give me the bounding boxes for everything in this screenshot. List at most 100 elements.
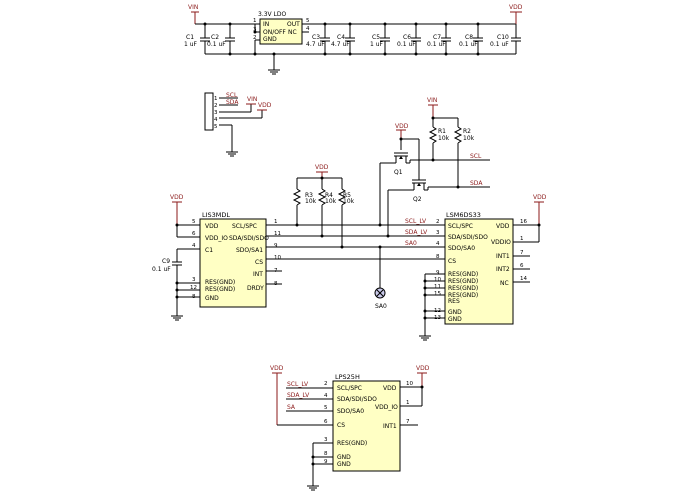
schematic-label: 0.1 uF bbox=[207, 41, 226, 48]
schematic-label: 9 bbox=[436, 270, 440, 276]
schematic-label: 10k bbox=[325, 198, 337, 205]
vdd-symbol-pullups: VDD bbox=[315, 164, 329, 178]
schematic-label: SDO/SA1 bbox=[236, 247, 263, 254]
schematic-label: GND bbox=[448, 316, 462, 323]
schematic-label: Q2 bbox=[413, 196, 422, 203]
sa0-testpoint: SA0 bbox=[374, 287, 387, 310]
schematic-label: INT1 bbox=[383, 423, 397, 430]
resistor-r1: R1 10k bbox=[428, 118, 450, 160]
schematic-label: 5 bbox=[214, 124, 218, 130]
lps25h-chip: LPS25H SCL/SPC SDA/SDI/SDO SDO/SA0 CS RE… bbox=[324, 373, 413, 472]
schematic-label: 16 bbox=[520, 219, 527, 225]
ground-symbol-lps25h bbox=[307, 485, 319, 491]
schematic-label: R5 bbox=[343, 192, 351, 199]
schematic-label: SCL_LV bbox=[287, 381, 309, 388]
capacitor-c5: C5 1 uF bbox=[370, 24, 390, 54]
schematic-label: 11 bbox=[274, 231, 281, 237]
schematic-label: 9 bbox=[274, 243, 278, 249]
schematic-label: SDO/SA0 bbox=[448, 245, 475, 252]
schematic-label: 10k bbox=[305, 198, 317, 205]
capacitor-c8: C8 0.1 uF bbox=[459, 24, 483, 54]
resistor-r4: R4 10k bbox=[317, 178, 337, 236]
schematic-label: GND bbox=[448, 309, 462, 316]
schematic-label: 3 bbox=[253, 27, 257, 33]
schematic-label: ON/OFF bbox=[263, 29, 286, 36]
schematic-label: OUT bbox=[287, 21, 300, 28]
schematic-label: SDA bbox=[226, 99, 239, 106]
vdd-symbol-lsm6ds33: VDD bbox=[533, 194, 547, 225]
schematic-label: 3 bbox=[192, 277, 196, 283]
capacitor-c4: C4 4.7 uF bbox=[331, 24, 355, 54]
schematic-label: RES(GND) bbox=[448, 285, 478, 292]
schematic-label: 10k bbox=[343, 198, 355, 205]
schematic-label: CS bbox=[255, 259, 263, 266]
schematic-label: RES(GND) bbox=[448, 278, 478, 285]
schematic-label: LSM6DS33 bbox=[446, 211, 481, 219]
schematic-label: GND bbox=[263, 36, 277, 43]
vdd-symbol-gates: VDD bbox=[395, 123, 409, 139]
schematic-label: 0.1 uF bbox=[490, 41, 509, 48]
vdd-symbol-lis3mdl: VDD bbox=[170, 194, 184, 225]
schematic-label: SDA/SDI/SDO bbox=[337, 396, 377, 403]
schematic-label: 1 bbox=[253, 18, 257, 24]
schematic-label: C3 bbox=[312, 34, 320, 41]
schematic-label: SCL/SPC bbox=[448, 223, 473, 230]
schematic-label: C2 bbox=[211, 34, 219, 41]
schematic-label: NC bbox=[288, 29, 297, 36]
schematic-label: RES(GND) bbox=[337, 440, 367, 447]
schematic-label: 4 bbox=[214, 117, 218, 123]
schematic-label: SDA/SDI/SDO bbox=[229, 235, 269, 242]
schematic-label: INT bbox=[253, 271, 263, 278]
schematic-label: Q1 bbox=[394, 169, 403, 176]
schematic-label: R2 bbox=[463, 128, 471, 135]
ldo-regulator: 3.3V LDO IN ON/OFF GND OUT NC 1 3 2 5 4 bbox=[253, 11, 322, 45]
schematic-label: 9 bbox=[324, 459, 328, 465]
schematic-label: 1 bbox=[520, 236, 524, 242]
schematic-label: RES(GND) bbox=[205, 286, 235, 293]
schematic-label: R1 bbox=[438, 128, 446, 135]
schematic-label: 6 bbox=[192, 231, 196, 237]
schematic-label: GND bbox=[337, 454, 351, 461]
schematic-label: GND bbox=[205, 295, 219, 302]
schematic-label: 4.7 uF bbox=[306, 41, 325, 48]
schematic-label: 2 bbox=[324, 381, 328, 387]
schematic-label: IN bbox=[263, 21, 269, 28]
schematic-label: 7 bbox=[520, 250, 524, 256]
schematic-label: INT2 bbox=[496, 266, 510, 273]
schematic-label: VDD bbox=[395, 123, 409, 130]
schematic-label: SCL bbox=[470, 153, 482, 160]
vdd-symbol-lps25h: VDD bbox=[270, 365, 284, 425]
schematic-label: SDA/SDI/SDO bbox=[448, 234, 488, 241]
schematic-label: 0.1 uF bbox=[427, 41, 446, 48]
schematic-label: 1 uF bbox=[184, 41, 198, 48]
schematic-label: C5 bbox=[372, 34, 380, 41]
schematic-label: 3 bbox=[214, 110, 218, 116]
schematic-label: SDA_LV bbox=[287, 392, 310, 399]
schematic-label: 0.1 uF bbox=[459, 41, 478, 48]
schematic-label: VDDIO bbox=[491, 239, 511, 246]
ground-symbol-top bbox=[268, 54, 280, 75]
schematic-label: C4 bbox=[337, 34, 345, 41]
schematic-label: VDD_IO bbox=[205, 235, 228, 242]
capacitor-c3: C3 4.7 uF bbox=[306, 24, 330, 54]
schematic-label: 6 bbox=[324, 419, 328, 425]
schematic-label: 2 bbox=[214, 103, 218, 109]
schematic-label: 7 bbox=[406, 419, 410, 425]
schematic-label: 8 bbox=[324, 451, 328, 457]
lis3mdl-chip: LIS3MDL VDD VDD_IO C1 RES(GND) RES(GND) … bbox=[190, 211, 281, 308]
schematic-label: C10 bbox=[497, 34, 509, 41]
ground-symbol-lsm6ds33 bbox=[419, 335, 431, 341]
schematic-label: 4.7 uF bbox=[331, 41, 350, 48]
schematic-label: VDD bbox=[315, 164, 329, 171]
schematic-label: R3 bbox=[305, 192, 313, 199]
transistor-q2: Q2 bbox=[388, 179, 429, 203]
schematic-label: 8 bbox=[436, 254, 440, 260]
vin-symbol-top: VIN bbox=[188, 4, 199, 24]
schematic-label: C7 bbox=[433, 34, 441, 41]
schematic-label: VDD bbox=[416, 365, 430, 372]
resistor-r5: R5 10k bbox=[337, 178, 355, 247]
capacitor-c10: C10 0.1 uF bbox=[490, 24, 521, 54]
schematic-label: VIN bbox=[427, 97, 437, 104]
schematic-label: 10 bbox=[274, 255, 281, 261]
schematic-label: VIN bbox=[247, 96, 257, 103]
